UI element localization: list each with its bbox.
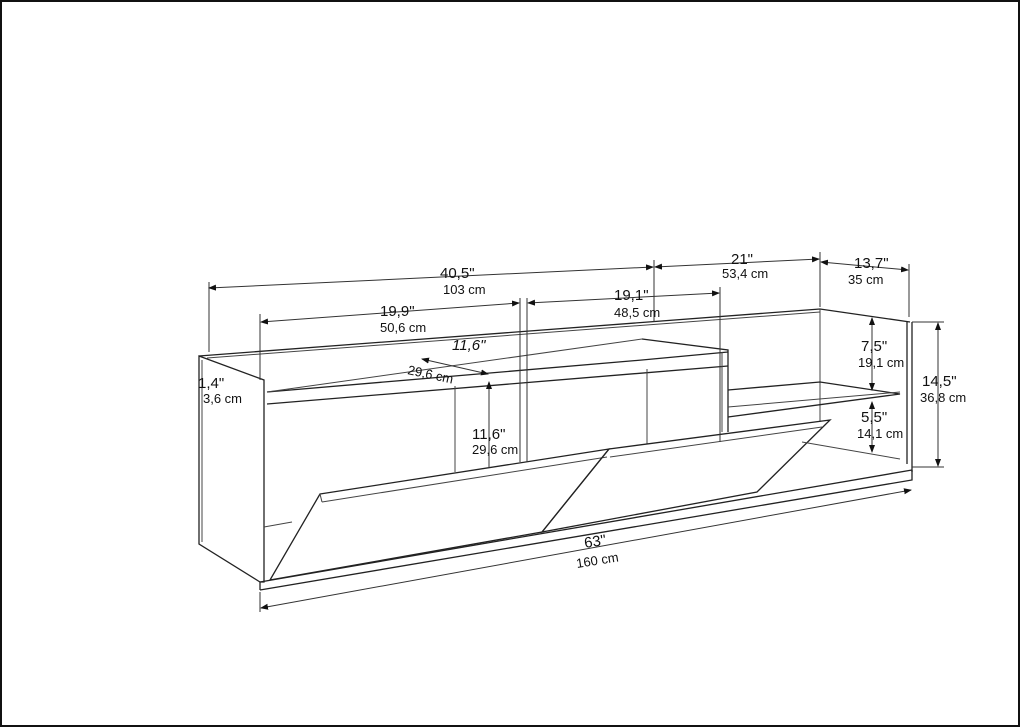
right-section-in: 21" xyxy=(731,251,753,268)
shelf-depth-in: 11,6" xyxy=(452,337,486,354)
depth-cm: 35 cm xyxy=(848,272,883,287)
panel-thickness-cm: 3,6 cm xyxy=(203,391,242,406)
total-width-in: 63" xyxy=(583,532,607,552)
lower-opening-cm: 14,1 cm xyxy=(857,426,903,441)
cabinet-outline xyxy=(198,308,913,591)
depth-in: 13,7" xyxy=(854,255,889,272)
middle-compartment-cm: 48,5 cm xyxy=(614,305,660,320)
compartment-height-in: 11,6" xyxy=(472,426,505,443)
upper-opening-cm: 19,1 cm xyxy=(858,355,904,370)
top-length-in: 40,5" xyxy=(440,265,475,282)
middle-compartment-in: 19,1" xyxy=(614,287,649,304)
compartment-height-cm: 29,6 cm xyxy=(472,442,518,457)
total-height-in: 14,5" xyxy=(922,373,957,390)
right-section-cm: 53,4 cm xyxy=(722,266,768,281)
dimension-lines xyxy=(208,252,944,612)
left-compartment-in: 19,9" xyxy=(380,303,415,320)
left-compartment-cm: 50,6 cm xyxy=(380,320,426,335)
shelf-depth-cm: 29,6 cm xyxy=(406,362,454,386)
upper-opening-in: 7,5" xyxy=(861,338,887,355)
lower-opening-in: 5,5" xyxy=(861,409,887,426)
dimension-labels: 40,5" 103 cm 21" 53,4 cm 13,7" 35 cm 19,… xyxy=(198,251,966,571)
top-length-cm: 103 cm xyxy=(443,282,486,297)
total-width-cm: 160 cm xyxy=(575,549,619,570)
total-height-cm: 36,8 cm xyxy=(920,390,966,405)
panel-thickness-in: 1,4" xyxy=(198,375,224,392)
